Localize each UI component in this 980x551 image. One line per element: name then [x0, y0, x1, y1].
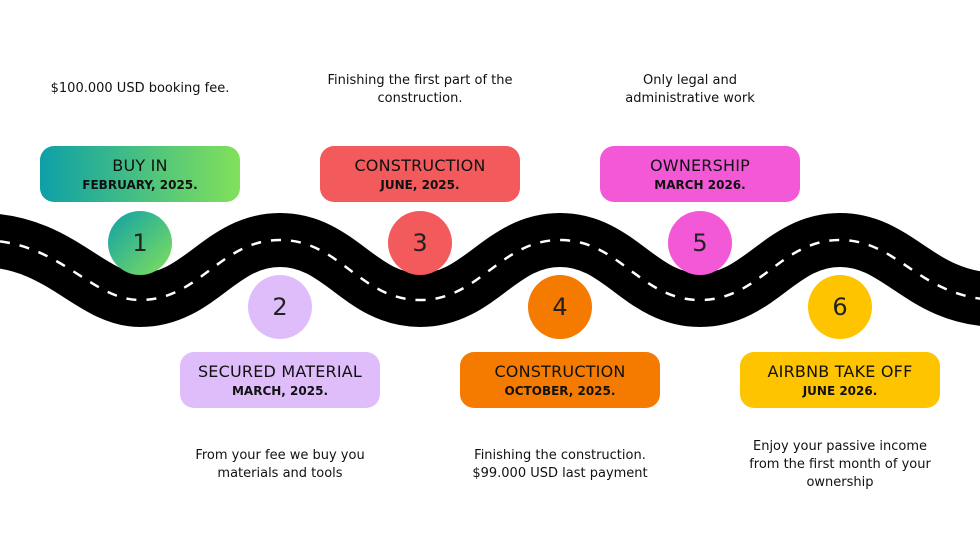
step-4-card: CONSTRUCTION OCTOBER, 2025.	[460, 352, 660, 408]
step-1-title: BUY IN	[112, 155, 168, 175]
step-6-description: Enjoy your passive income from the first…	[730, 438, 950, 492]
step-4-description: Finishing the construction. $99.000 USD …	[450, 447, 670, 483]
step-6-description-line-3: ownership	[806, 475, 874, 490]
step-3-title: CONSTRUCTION	[354, 155, 486, 175]
road-marking	[0, 238, 980, 302]
step-5-title: OWNERSHIP	[650, 155, 750, 175]
step-3-number-badge: 3	[388, 211, 452, 275]
step-6-number: 6	[832, 293, 848, 321]
step-3-description-line-2: construction.	[377, 91, 463, 106]
step-6-description-line-2: from the first month of your	[749, 457, 931, 472]
step-3-number: 3	[412, 229, 428, 257]
step-5-description-line-2: administrative work	[625, 91, 755, 106]
step-2-number-badge: 2	[248, 275, 312, 339]
step-4-title: CONSTRUCTION	[494, 361, 626, 381]
step-6-card: AIRBNB TAKE OFF JUNE 2026.	[740, 352, 940, 408]
step-5-card: OWNERSHIP MARCH 2026.	[600, 146, 800, 202]
step-3-description-line-1: Finishing the first part of the	[327, 73, 513, 88]
step-1-description-line-1: $100.000 USD booking fee.	[50, 81, 230, 96]
step-2-description-line-2: materials and tools	[217, 466, 343, 481]
step-6-title: AIRBNB TAKE OFF	[767, 361, 913, 381]
step-5-description: Only legal and administrative work	[590, 72, 790, 108]
step-1-date: FEBRUARY, 2025.	[82, 177, 198, 192]
step-4-description-line-2: $99.000 USD last payment	[472, 466, 648, 481]
step-6-description-line-1: Enjoy your passive income	[752, 439, 928, 454]
step-1-number: 1	[132, 229, 148, 257]
step-4-description-line-1: Finishing the construction.	[474, 448, 646, 463]
step-3-description: Finishing the first part of the construc…	[300, 72, 540, 108]
step-5-description-line-1: Only legal and	[643, 73, 737, 88]
step-6-number-badge: 6	[808, 275, 872, 339]
step-3-date: JUNE, 2025.	[380, 177, 460, 192]
step-1-number-badge: 1	[108, 211, 172, 275]
step-6-date: JUNE 2026.	[802, 383, 878, 398]
step-2-description: From your fee we buy you materials and t…	[170, 447, 390, 483]
step-3-card: CONSTRUCTION JUNE, 2025.	[320, 146, 520, 202]
step-5-date: MARCH 2026.	[654, 177, 746, 192]
step-2-card: SECURED MATERIAL MARCH, 2025.	[180, 352, 380, 408]
step-4-number-badge: 4	[528, 275, 592, 339]
step-2-number: 2	[272, 293, 288, 321]
step-1-description: $100.000 USD booking fee.	[40, 80, 240, 98]
step-5-number-badge: 5	[668, 211, 732, 275]
step-5-number: 5	[692, 229, 708, 257]
step-4-date: OCTOBER, 2025.	[504, 383, 616, 398]
step-2-description-line-1: From your fee we buy you	[195, 448, 365, 463]
step-1-card: BUY IN FEBRUARY, 2025.	[40, 146, 240, 202]
step-2-title: SECURED MATERIAL	[197, 361, 363, 381]
step-2-date: MARCH, 2025.	[231, 383, 328, 398]
step-4-number: 4	[552, 293, 568, 321]
